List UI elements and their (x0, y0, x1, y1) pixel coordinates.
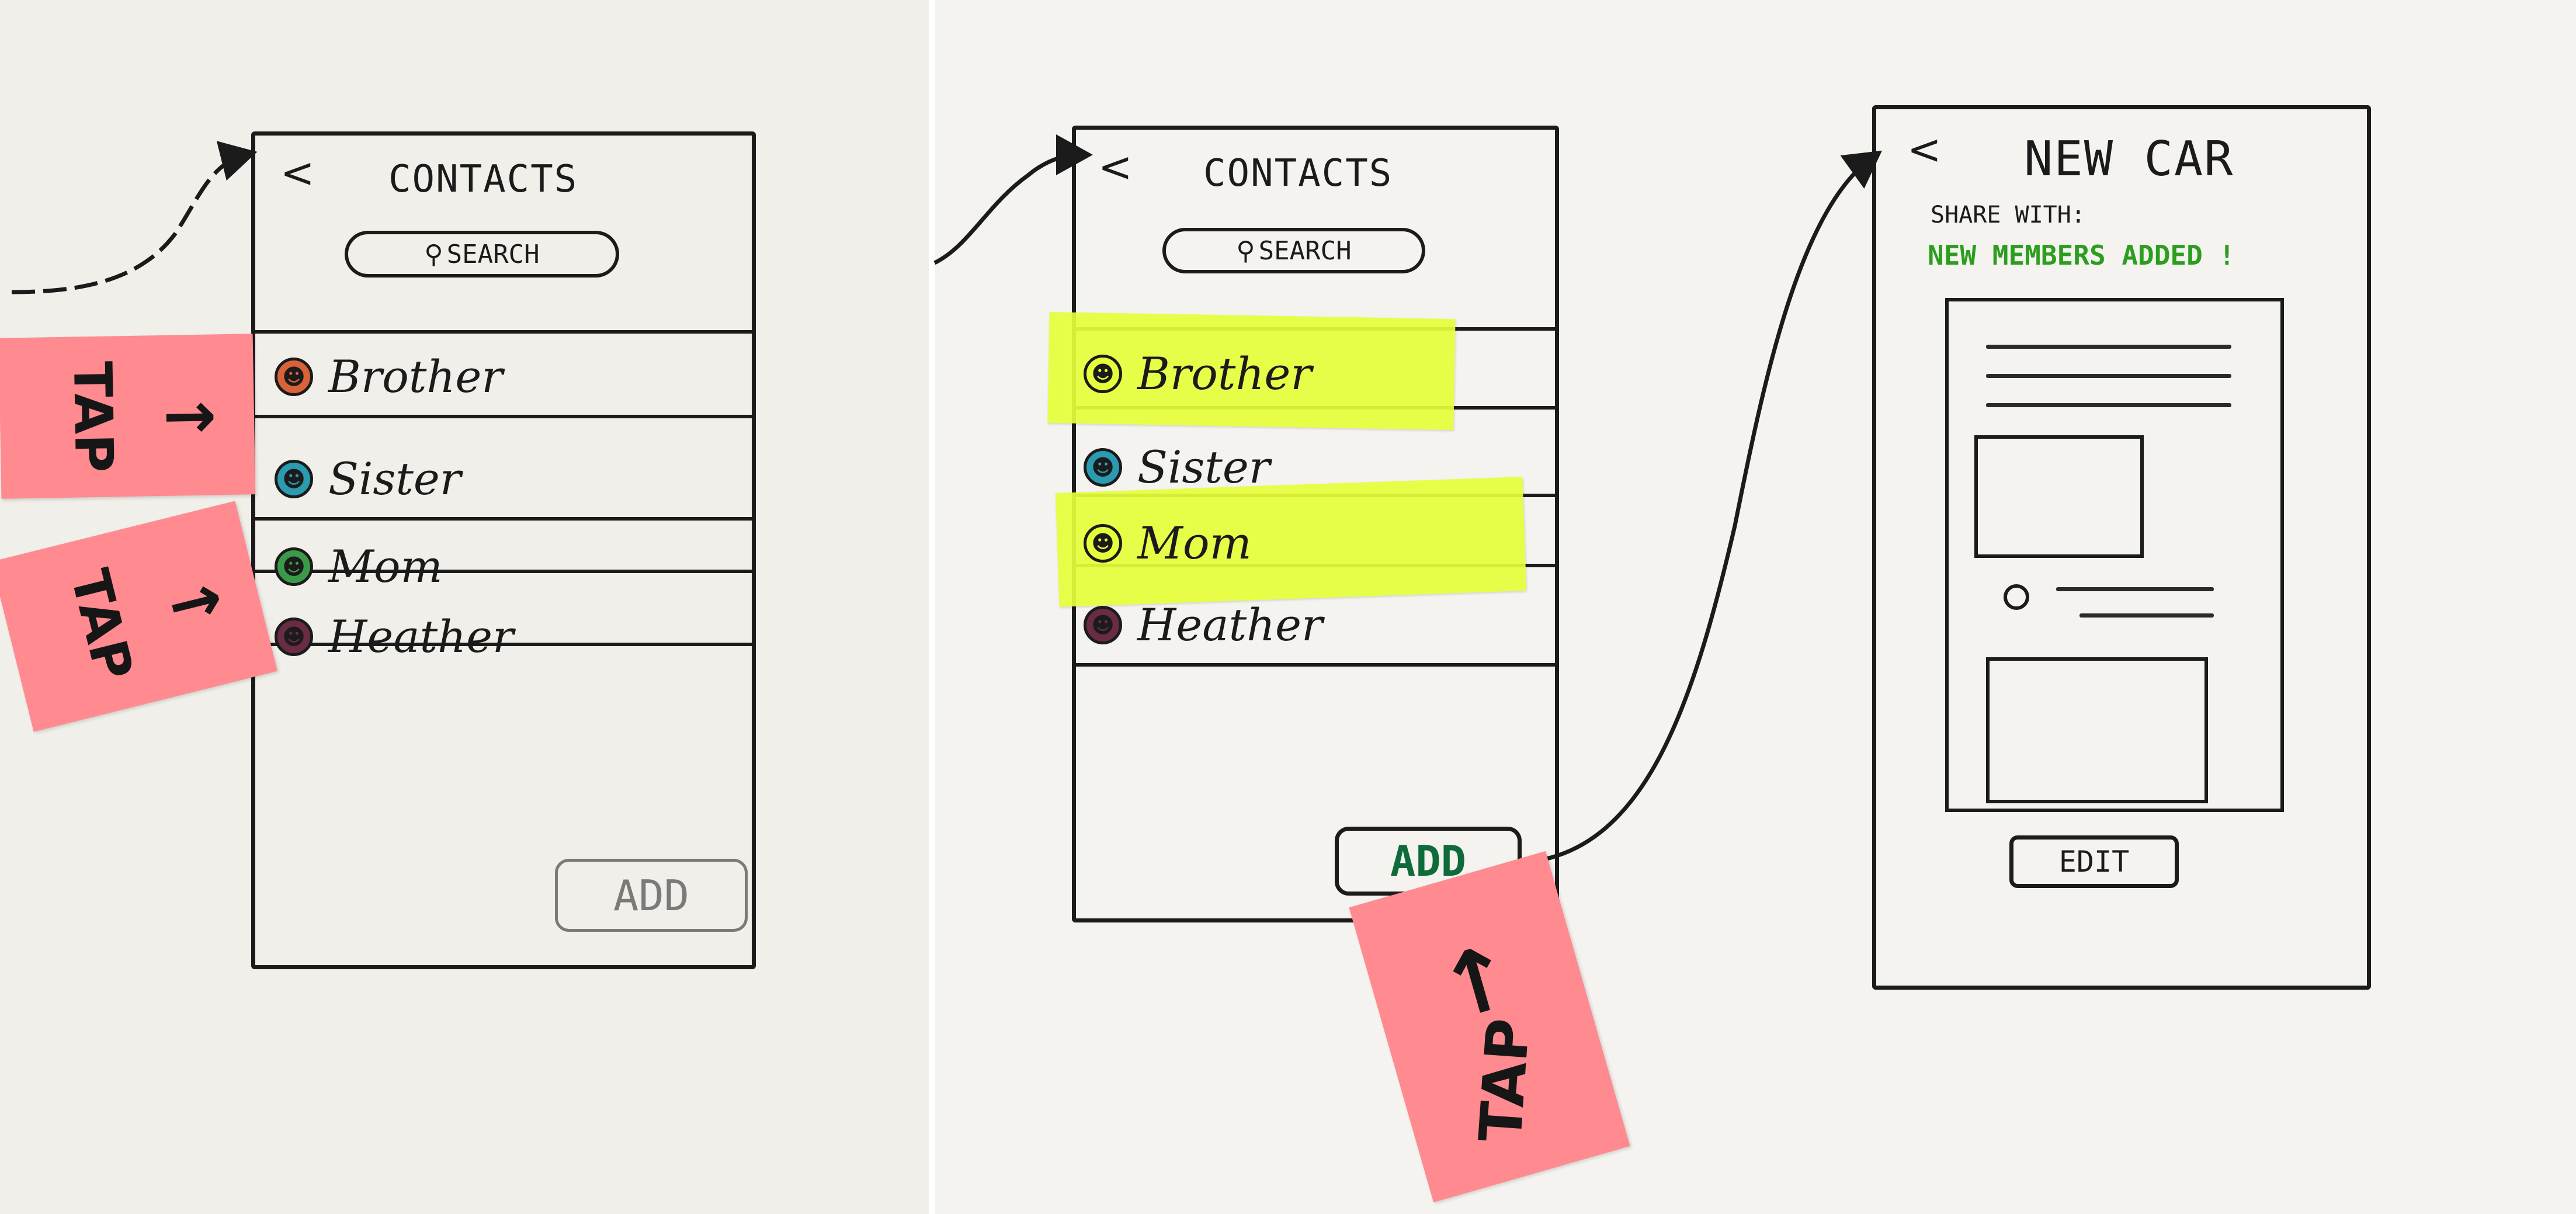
edit-button[interactable]: EDIT (2009, 835, 2179, 888)
contact-name: Heather (328, 611, 514, 663)
add-button-inactive[interactable]: ADD (555, 859, 748, 932)
contacts-title-2: CONTACTS (1203, 152, 1393, 195)
members-added-status: NEW MEMBERS ADDED ! (1928, 240, 2235, 271)
tap-note-label: TAP (61, 360, 125, 473)
back-button-3[interactable]: < (1907, 126, 1942, 174)
content-preview-frame (1945, 298, 2284, 812)
tap-note-label: TAP (1466, 1016, 1543, 1144)
text-line-placeholder (1986, 403, 2231, 407)
contact-name: Mom (328, 540, 443, 592)
text-line-placeholder (1986, 345, 2231, 349)
row-divider (255, 330, 752, 334)
new-car-screen (1872, 105, 2371, 990)
contact-row-mom-1[interactable]: ☻ Mom (275, 540, 443, 592)
row-divider (1076, 663, 1555, 667)
add-to-newcar-arrow (1530, 150, 1883, 864)
contact-row-heather-1[interactable]: ☻ Heather (275, 611, 513, 663)
search-field-2[interactable]: ⚲ SEARCH (1162, 228, 1425, 273)
search-icon: ⚲ (424, 239, 443, 269)
image-placeholder (1986, 657, 2208, 803)
person-icon: ☻ (1084, 354, 1122, 393)
contact-row-sister-1[interactable]: ☻ Sister (275, 453, 461, 505)
row-divider (255, 643, 752, 646)
contact-name: Heather (1137, 599, 1323, 651)
person-icon: ☻ (275, 459, 313, 498)
bullet-dot-icon (2004, 584, 2029, 610)
contact-name: Sister (328, 453, 461, 505)
text-line-placeholder (2056, 587, 2214, 591)
contact-row-heather-2[interactable]: ☻ Heather (1084, 599, 1322, 651)
row-divider (255, 415, 752, 418)
search-field-1[interactable]: ⚲ SEARCH (345, 231, 619, 278)
tap-note-1: TAP → (0, 334, 256, 499)
contact-name: Mom (1137, 517, 1252, 569)
image-placeholder (1974, 435, 2144, 558)
tap-note-label: TAP (58, 563, 145, 686)
back-button-2[interactable]: < (1098, 143, 1133, 191)
person-icon: ☻ (1084, 448, 1122, 487)
search-placeholder-2: SEARCH (1258, 235, 1352, 266)
contact-name: Brother (328, 351, 503, 403)
share-with-label: SHARE WITH: (1931, 202, 2085, 228)
contact-name: Brother (1137, 348, 1312, 400)
search-icon: ⚲ (1236, 235, 1255, 266)
back-button-1[interactable]: < (280, 149, 315, 197)
text-line-placeholder (1986, 374, 2231, 378)
contact-row-sister-2[interactable]: ☻ Sister (1084, 441, 1270, 493)
search-placeholder-1: SEARCH (446, 239, 540, 269)
person-icon: ☻ (275, 617, 313, 656)
incoming-flow-arrow-1 (11, 141, 258, 294)
person-icon: ☻ (1084, 605, 1122, 644)
contact-row-brother-1[interactable]: ☻ Brother (275, 351, 503, 403)
arrow-right-icon: → (159, 558, 231, 644)
row-divider (255, 570, 752, 573)
incoming-flow-arrow-2 (933, 134, 1093, 265)
person-icon: ☻ (1084, 523, 1122, 563)
contacts-title-1: CONTACTS (388, 158, 578, 201)
row-divider (255, 517, 752, 521)
contacts-screen-1 (251, 131, 756, 969)
text-line-placeholder (2079, 613, 2214, 618)
contact-row-mom-2[interactable]: ☻ Mom (1084, 517, 1252, 569)
contact-name: Sister (1137, 441, 1270, 493)
person-icon: ☻ (275, 357, 313, 396)
sketch-paper-right (935, 0, 2576, 1214)
person-icon: ☻ (275, 547, 313, 586)
contact-row-brother-2[interactable]: ☻ Brother (1084, 348, 1312, 400)
new-car-title: NEW CAR (2024, 131, 2234, 187)
arrow-right-icon: → (162, 377, 217, 453)
